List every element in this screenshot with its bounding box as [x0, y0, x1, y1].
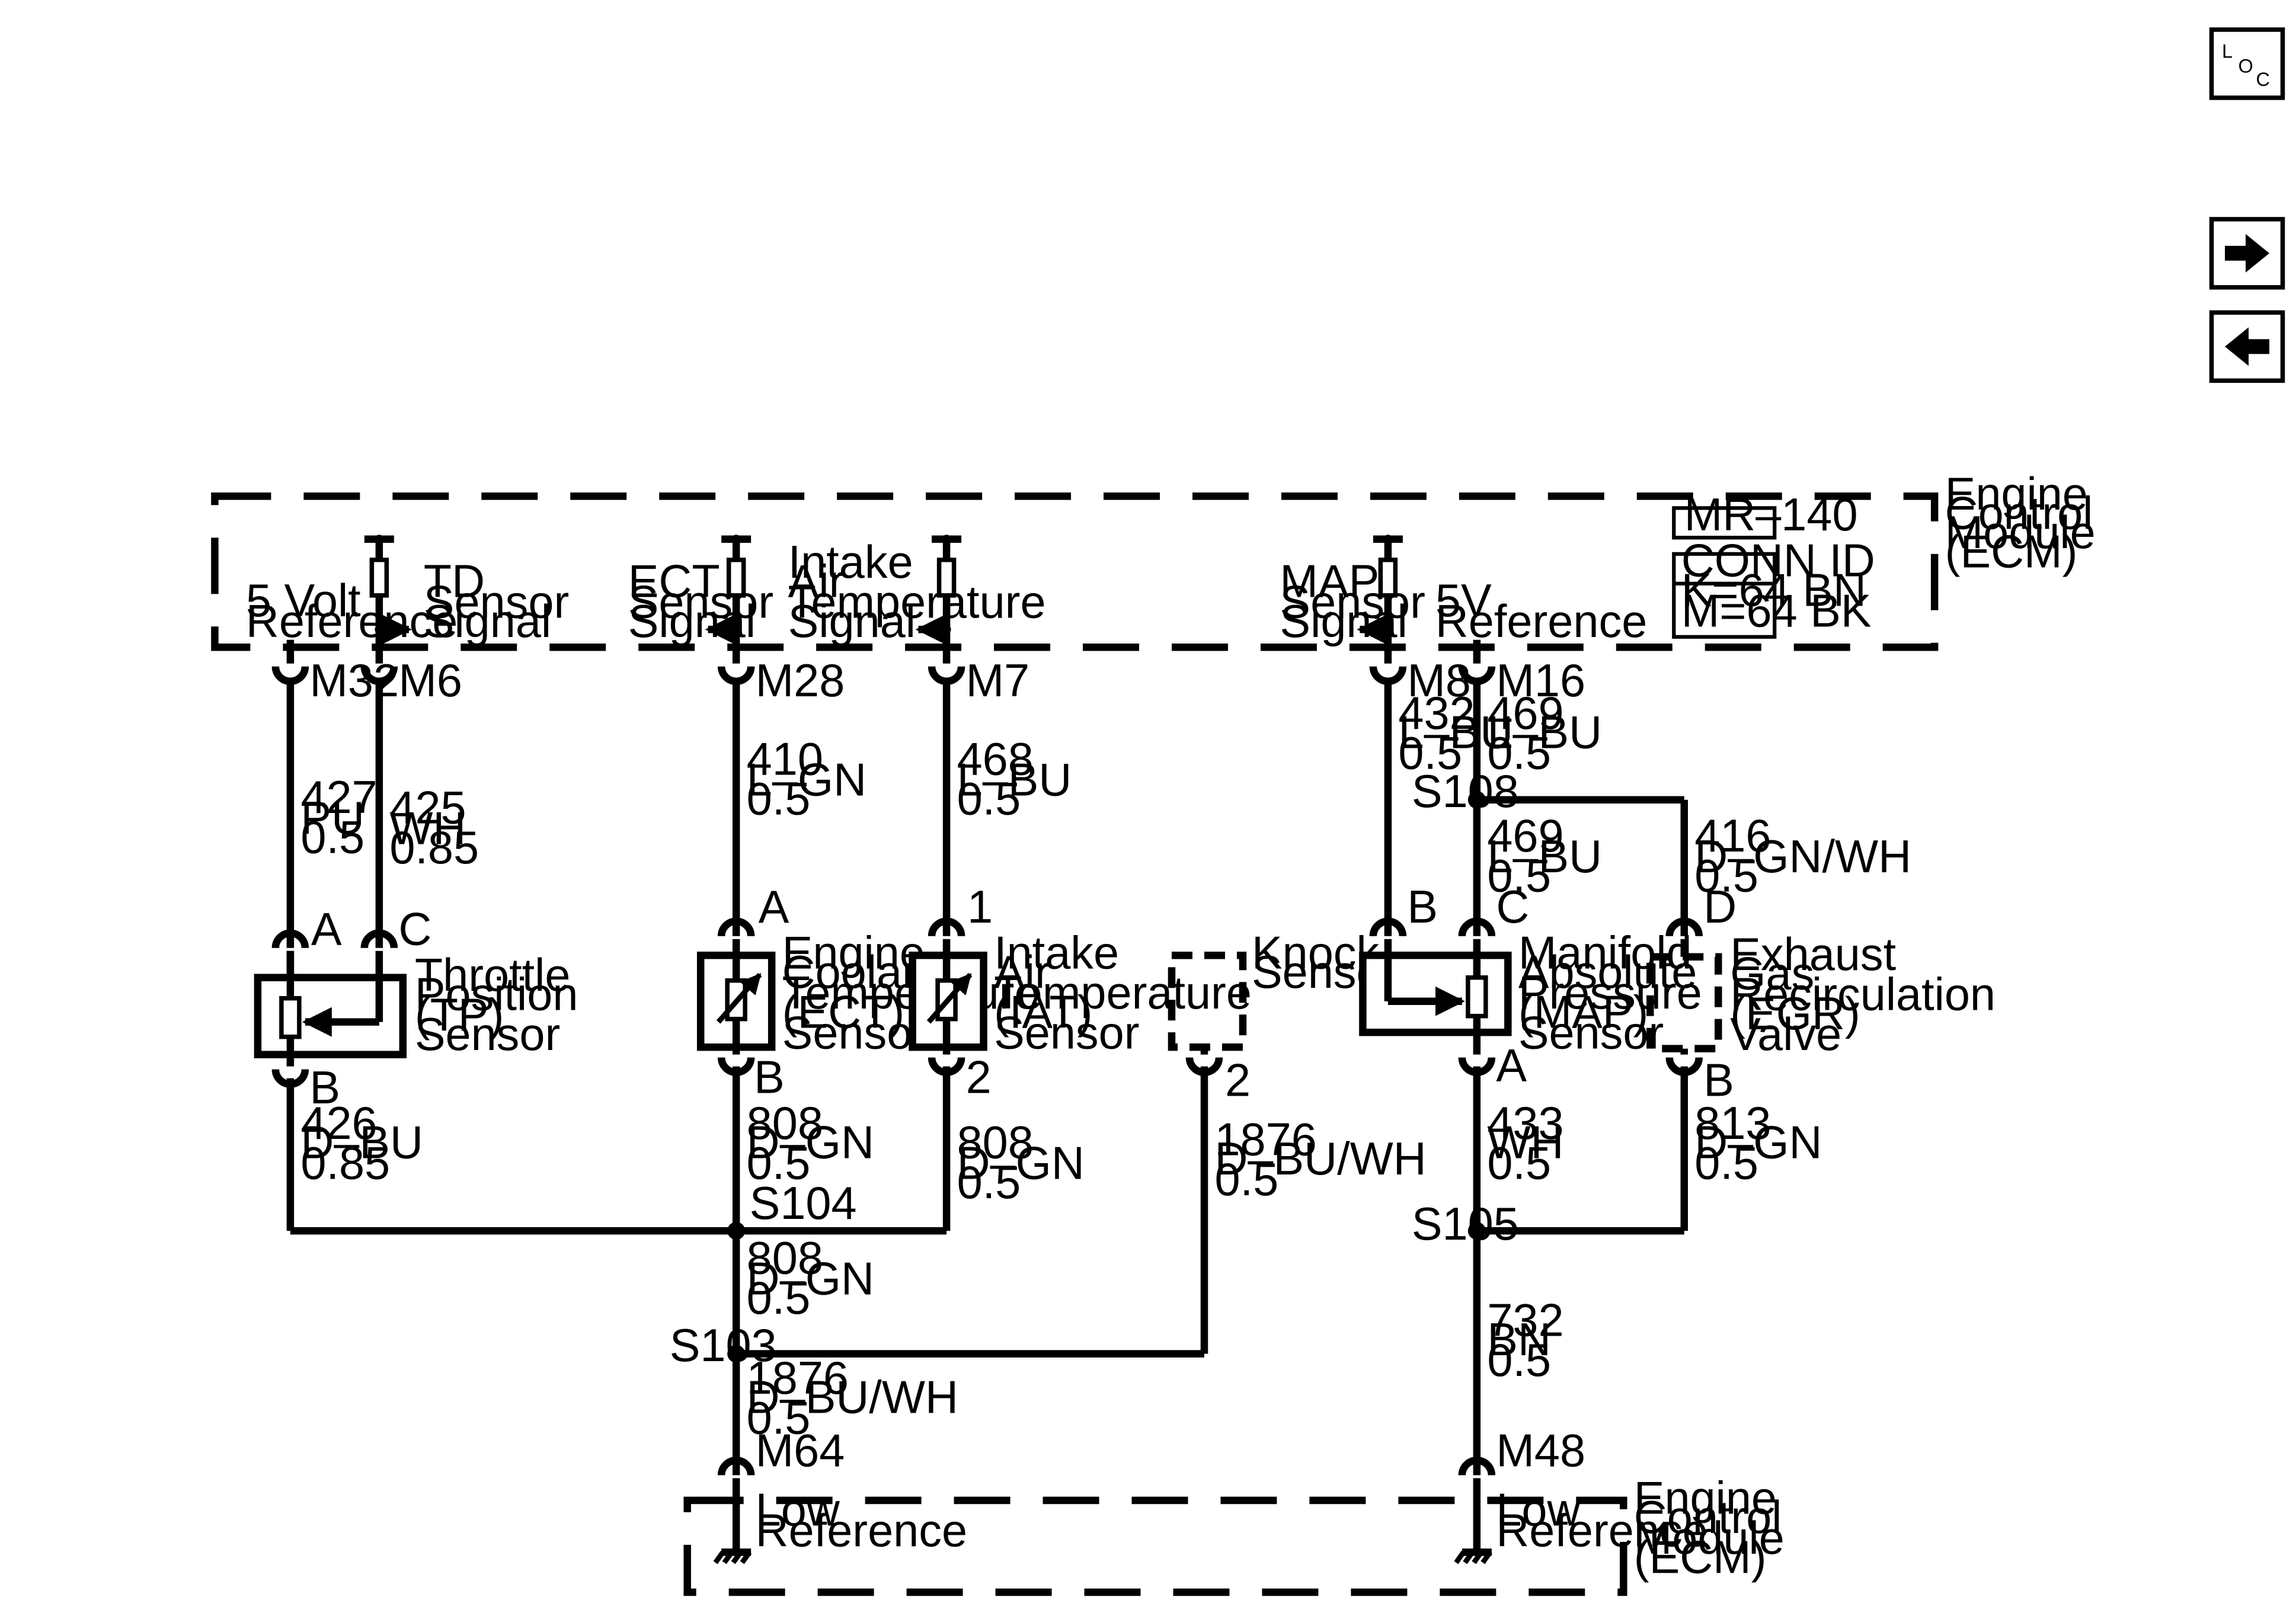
map-sensor: B C A Manifold Absolute Pressure (MAP) S…: [1359, 882, 1702, 1092]
ecm-bottom-label: Engine Control Module (ECM): [1634, 1473, 1798, 1583]
ect-pin-b: B: [754, 1052, 785, 1103]
pin-m48: M48: [1496, 1426, 1585, 1477]
ect-sensor-signal-label: ECT Sensor Signal: [628, 556, 786, 646]
wire-808a-label: 808D–GN0.5: [747, 1098, 874, 1189]
td-sensor-signal-label: TD Sensor Signal: [424, 556, 582, 646]
wire-813-label: 813D–GN0.5: [1694, 1098, 1822, 1189]
wire-1876a-label: 1876D–BU/WH0.5: [1214, 1115, 1426, 1205]
wire-732-label: 732BN0.5: [1487, 1295, 1563, 1386]
wire-1876b-label: 1876D–BU/WH0.5: [747, 1353, 958, 1443]
pin-m16: M16: [1496, 655, 1585, 706]
splice-s103-label: S103: [670, 1320, 777, 1371]
ground-icon: [713, 1548, 752, 1564]
wire-808c-label: 808D–GN0.5: [747, 1233, 874, 1324]
iat-pin-1: 1: [967, 882, 993, 933]
wire-427-label: 427PU0.5: [300, 772, 377, 863]
part-number-text: MR–140: [1684, 489, 1858, 540]
left-arrow-icon: [2225, 327, 2270, 366]
tp-pin-a: A: [311, 904, 342, 955]
pin-m7: M7: [966, 655, 1030, 706]
wire-432-label: 432L–BU0.5: [1398, 688, 1513, 779]
pin-m64: M64: [756, 1426, 845, 1477]
iat-sensor-label: Intake Air Temperature (IAT) Sensor: [994, 928, 1264, 1059]
wire-410-label: 410L–GN0.5: [747, 734, 866, 824]
ground-icon: [1454, 1548, 1492, 1564]
wire-808b-label: 808D–GN0.5: [957, 1118, 1085, 1208]
wire-426-label: 426D–BU0.85: [300, 1098, 423, 1189]
pin-m8: M8: [1407, 655, 1471, 706]
pin-m28: M28: [756, 655, 845, 706]
map-pullup-resistor: [1357, 534, 1403, 664]
egr-valve: D B Exhaust Gas Recirculation (EGR) Valv…: [1646, 882, 2008, 1106]
splice-s108-dot: [1467, 790, 1486, 809]
map-pin-c: C: [1496, 882, 1529, 933]
ect-pullup-resistor: [705, 534, 752, 664]
knock-sensor: 2 Knock Sensor: [1168, 928, 1397, 1106]
loc-letter-o: O: [2239, 55, 2253, 76]
conn-id-title: CONN ID: [1681, 535, 1875, 586]
ecm-top-label: Engine Control Module (ECM): [1945, 469, 2109, 577]
loc-button[interactable]: L O C: [2209, 27, 2285, 100]
ecm-top-module: Engine Control Module (ECM) MR–140 CONN …: [211, 469, 2109, 664]
splice-s103-dot: [727, 1345, 746, 1363]
egr-valve-body: [1646, 953, 1722, 1052]
throttle-position-sensor: A C B Throttle Position (TP) Sensor: [254, 904, 591, 1113]
loc-letter-c: C: [2256, 69, 2270, 90]
map-pin-b: B: [1407, 882, 1438, 933]
wire-425-label: 425WH0.85: [389, 783, 479, 873]
splice-s108-label: S108: [1412, 766, 1519, 817]
wire-469a-label: 469L–BU0.5: [1487, 688, 1602, 779]
ecm-pin-connectors-top: M32 M6 M28 M7 M8 M16: [271, 655, 1585, 706]
egr-valve-label: Exhaust Gas Recirculation (EGR) Valve: [1730, 929, 2008, 1060]
map-pin-a: A: [1496, 1041, 1527, 1092]
five-v-reference-label: 5V Reference: [1435, 575, 1647, 647]
tp-pin-b: B: [309, 1062, 340, 1113]
tp-sensor-label: Throttle Position (TP) Sensor: [415, 950, 591, 1060]
wire-433-label: 433WH0.5: [1487, 1098, 1563, 1189]
splice-s104-label: S104: [750, 1178, 857, 1229]
map-sensor-signal-label: MAP Sensor Signal: [1280, 556, 1438, 646]
ecm-bottom-module: M64 M48 Low Reference Low Reference: [683, 1426, 1798, 1596]
splices: S108 S104 S103 S105: [670, 766, 1519, 1371]
egr-pin-d: D: [1703, 882, 1737, 933]
back-button[interactable]: [2209, 310, 2285, 383]
loc-letter-l: L: [2222, 40, 2233, 62]
wire-labels: 427PU0.5 425WH0.85 410L–GN0.5 468L–BU0.5…: [300, 688, 1911, 1444]
low-reference-right-label: Low Reference: [1496, 1485, 1707, 1557]
iat-pullup-resistor: [915, 534, 962, 664]
knock-sensor-label: Knock Sensor: [1252, 928, 1397, 998]
tp-pin-c: C: [398, 904, 431, 955]
low-reference-left-label: Low Reference: [756, 1485, 967, 1557]
right-arrow-icon: [2225, 233, 2270, 273]
wire-416-label: 416D–GN/WH0.5: [1694, 811, 1911, 901]
forward-button[interactable]: [2209, 217, 2285, 290]
ecm-top-boundary: [211, 492, 1939, 651]
ecm-bottom-boundary: [683, 1496, 1627, 1596]
egr-pin-b: B: [1703, 1055, 1734, 1106]
part-number-box: [1672, 506, 1777, 540]
iat-sensor: 1 2 Intake Air Temperature (IAT) Sensor: [909, 882, 1264, 1103]
five-volt-reference-label: 5 Volt Reference: [246, 575, 458, 647]
knock-pin-2: 2: [1225, 1055, 1251, 1106]
wire-469b-label: 469L–BU0.5: [1487, 811, 1602, 901]
td-pullup-resistor: [364, 534, 412, 664]
pin-m6: M6: [398, 655, 462, 706]
pin-m32: M32: [309, 655, 399, 706]
ect-pin-a: A: [759, 882, 789, 933]
iat-pin-2: 2: [966, 1052, 992, 1103]
wire-468-label: 468L–BU0.5: [957, 734, 1072, 824]
conn-id-box: [1672, 552, 1777, 639]
ect-sensor: A B Engine Coolant Temperature (ECT) Sen…: [696, 882, 1040, 1103]
splice-s104-dot: [727, 1222, 746, 1240]
splice-s105-label: S105: [1412, 1199, 1519, 1250]
conn-id-values: K=64 BN M=64 BK: [1681, 565, 1879, 636]
splice-s105-dot: [1467, 1222, 1486, 1240]
